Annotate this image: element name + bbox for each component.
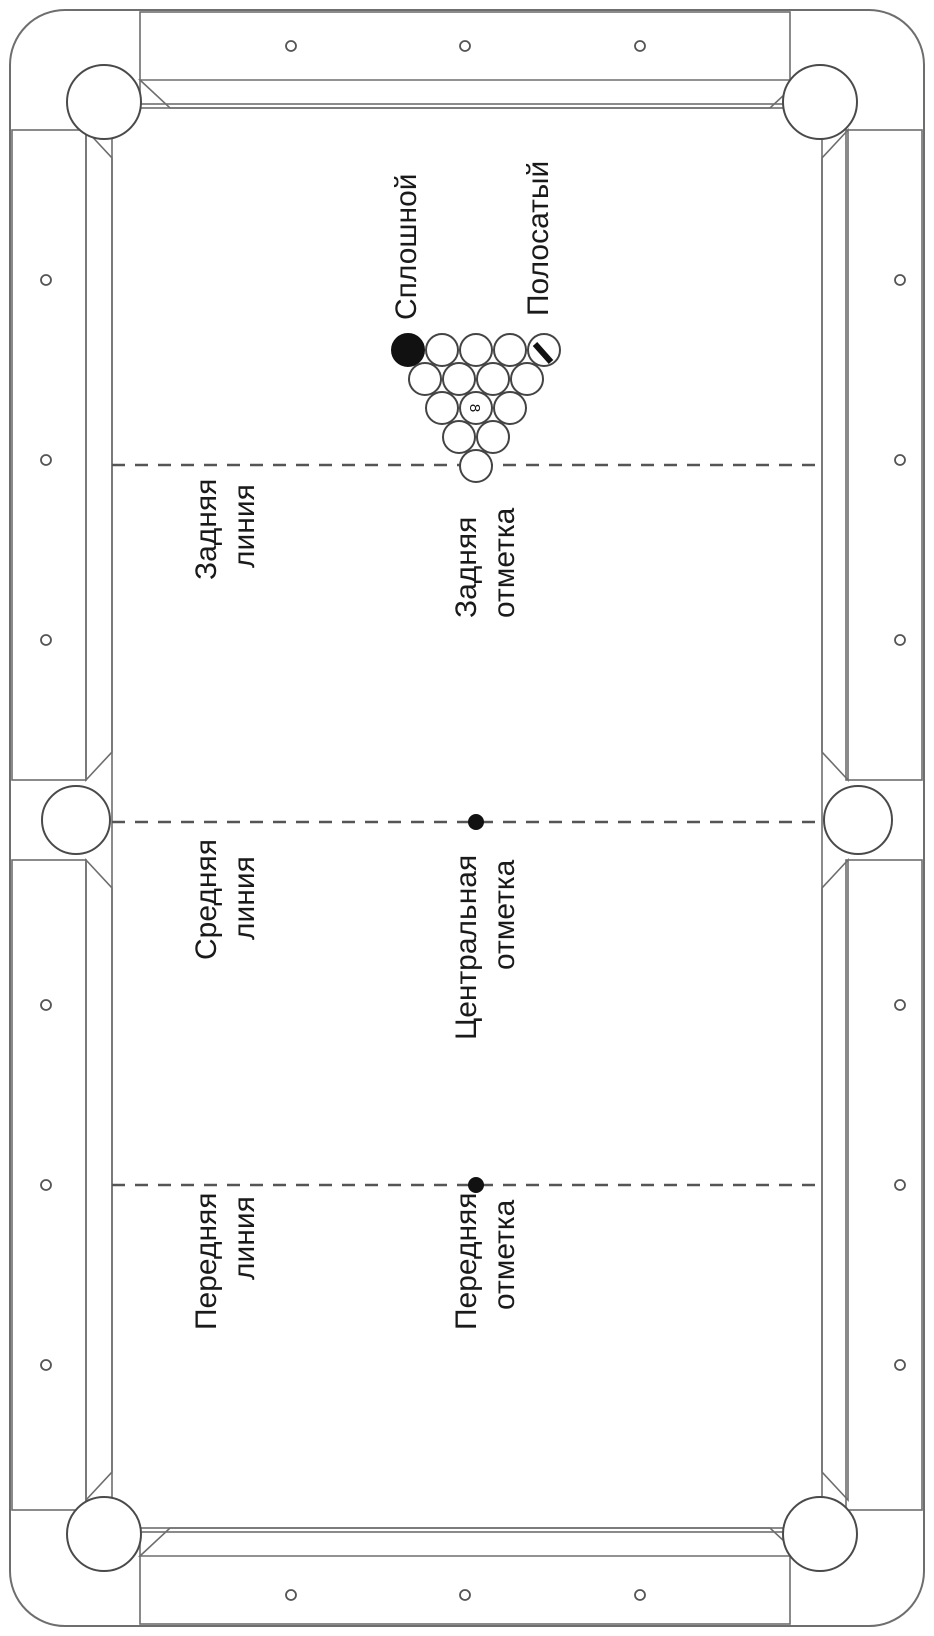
ball-stripe: [532, 342, 554, 364]
apex-ball: [459, 449, 493, 483]
head-string-label: Передняя линия: [190, 1184, 261, 1330]
eight-ball-number: 8: [466, 404, 483, 412]
diamond: [634, 40, 646, 52]
ball: [493, 391, 527, 425]
rail-right-upper: [845, 129, 923, 781]
foot-spot-label: Задняя отметка: [450, 507, 521, 618]
rail-right-lower: [845, 859, 923, 1511]
diamond: [40, 1179, 52, 1191]
foot-string-label: Задняя линия: [190, 470, 261, 580]
diamond: [459, 1589, 471, 1601]
center-spot: [468, 814, 484, 830]
diamond: [894, 999, 906, 1011]
head-spot-label-line1: Передняя: [450, 1192, 483, 1330]
diamond: [894, 274, 906, 286]
foot-spot-label-line1: Задняя: [450, 517, 483, 618]
solid-ball: [391, 333, 425, 367]
diamond: [285, 40, 297, 52]
pocket-bottom-right: [782, 1496, 858, 1572]
diamond: [894, 634, 906, 646]
ball: [442, 362, 476, 396]
ball: [408, 362, 442, 396]
ball: [442, 420, 476, 454]
center-line-label-line2: линия: [228, 856, 261, 940]
diamond: [894, 1179, 906, 1191]
diamond: [40, 274, 52, 286]
ball-rack: 8: [391, 333, 561, 483]
diamond: [40, 1359, 52, 1371]
center-spot-label-line1: Центральная: [450, 855, 483, 1040]
table-outer-frame: [9, 9, 925, 1627]
center-line-label-line1: Средняя: [190, 839, 223, 960]
rail-top: [139, 11, 791, 105]
pocket-middle-right: [823, 785, 893, 855]
eight-ball: [459, 391, 493, 425]
center-spot-label: Центральная отметка: [450, 846, 521, 1040]
diamond: [285, 1589, 297, 1601]
solid-ball-label-text: Сплошной: [390, 173, 423, 320]
ball: [425, 391, 459, 425]
diamond: [40, 634, 52, 646]
diamond-markers: [40, 40, 906, 1601]
ball: [425, 333, 459, 367]
diamond: [894, 1359, 906, 1371]
striped-ball-label-text: Полосатый: [522, 161, 555, 316]
striped-ball-label: Полосатый: [522, 161, 555, 316]
diamond: [459, 40, 471, 52]
foot-string-label-line1: Задняя: [190, 479, 223, 580]
head-spot-label-line2: отметка: [488, 1199, 521, 1310]
center-line-label: Средняя линия: [190, 831, 261, 960]
diamond: [40, 999, 52, 1011]
pocket-middle-left: [41, 785, 111, 855]
ball: [476, 362, 510, 396]
head-string-label-line1: Передняя: [190, 1192, 223, 1330]
diamond: [894, 454, 906, 466]
foot-spot-label-line2: отметка: [488, 507, 521, 618]
solid-ball-label: Сплошной: [390, 173, 423, 320]
head-spot: [468, 1177, 484, 1193]
center-spot-label-line2: отметка: [488, 859, 521, 970]
head-spot-label: Передняя отметка: [450, 1184, 521, 1330]
head-string-label-line2: линия: [228, 1196, 261, 1280]
pocket-top-left: [66, 64, 142, 140]
diamond: [634, 1589, 646, 1601]
ball: [459, 333, 493, 367]
ball: [476, 420, 510, 454]
pocket-top-right: [782, 64, 858, 140]
rail-bottom: [139, 1531, 791, 1625]
ball: [493, 333, 527, 367]
diamond: [40, 454, 52, 466]
foot-string-label-line2: линия: [228, 484, 261, 568]
ball: [510, 362, 544, 396]
pocket-bottom-left: [66, 1496, 142, 1572]
playing-surface: [111, 107, 823, 1529]
